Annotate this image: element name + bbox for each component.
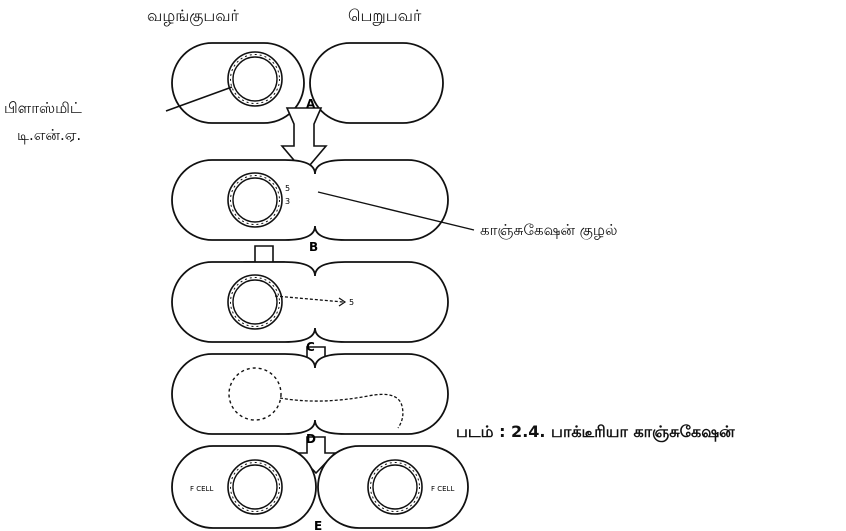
figure-caption: படம் : 2.4. பாக்டீரியா காஞ்சுகேஷன் bbox=[456, 422, 735, 441]
left-f-cell-label: F CELL bbox=[190, 485, 213, 493]
three-prime-mark: 3 bbox=[285, 197, 290, 206]
conjugation-tube-label: காஞ்சுகேஷன் குழல் bbox=[480, 221, 618, 239]
row3-plasmid bbox=[227, 274, 283, 330]
joined-cells-outline bbox=[171, 261, 449, 343]
step-label-c: C bbox=[306, 340, 315, 354]
row-4-transfer-continue bbox=[171, 353, 449, 435]
plasmid-pointer-line bbox=[165, 86, 233, 112]
row-5-separated-cells bbox=[171, 445, 469, 529]
row4-plasmid bbox=[228, 367, 282, 421]
five-prime-mark: 5 bbox=[285, 184, 290, 193]
row-3-transfer-start bbox=[171, 261, 449, 343]
row-2-joined-cells bbox=[171, 159, 475, 241]
step-label-e: E bbox=[314, 519, 322, 531]
recipient-label: பெறுபவர் bbox=[348, 6, 422, 25]
plasmid-label-line2: டி.என்.ஏ. bbox=[17, 126, 82, 144]
left-cell-plasmid bbox=[227, 459, 283, 515]
donor-label: வழங்குபவர் bbox=[147, 6, 239, 25]
row-1-separate-cells bbox=[165, 42, 444, 124]
right-f-cell-label: F CELL bbox=[431, 485, 454, 493]
joined-cells-outline bbox=[171, 353, 449, 435]
tube-pointer-line bbox=[317, 191, 475, 231]
plasmid-label-line1: பிளாஸ்மிட் bbox=[4, 99, 82, 117]
step-label-b: B bbox=[309, 240, 318, 254]
arrow-a bbox=[280, 107, 328, 174]
step-label-d: D bbox=[306, 432, 316, 446]
right-cell-plasmid bbox=[367, 459, 423, 515]
transferring-strand bbox=[279, 393, 404, 429]
transferring-strand bbox=[274, 295, 344, 303]
joined-cells-outline bbox=[171, 159, 449, 241]
row2-plasmid bbox=[227, 172, 283, 228]
recipient-cell bbox=[309, 42, 444, 124]
strand-arrowhead bbox=[338, 297, 347, 307]
donor-plasmid bbox=[227, 51, 283, 107]
five-prime-mark-row3: 5 bbox=[349, 298, 354, 307]
step-label-a: A bbox=[306, 97, 316, 111]
